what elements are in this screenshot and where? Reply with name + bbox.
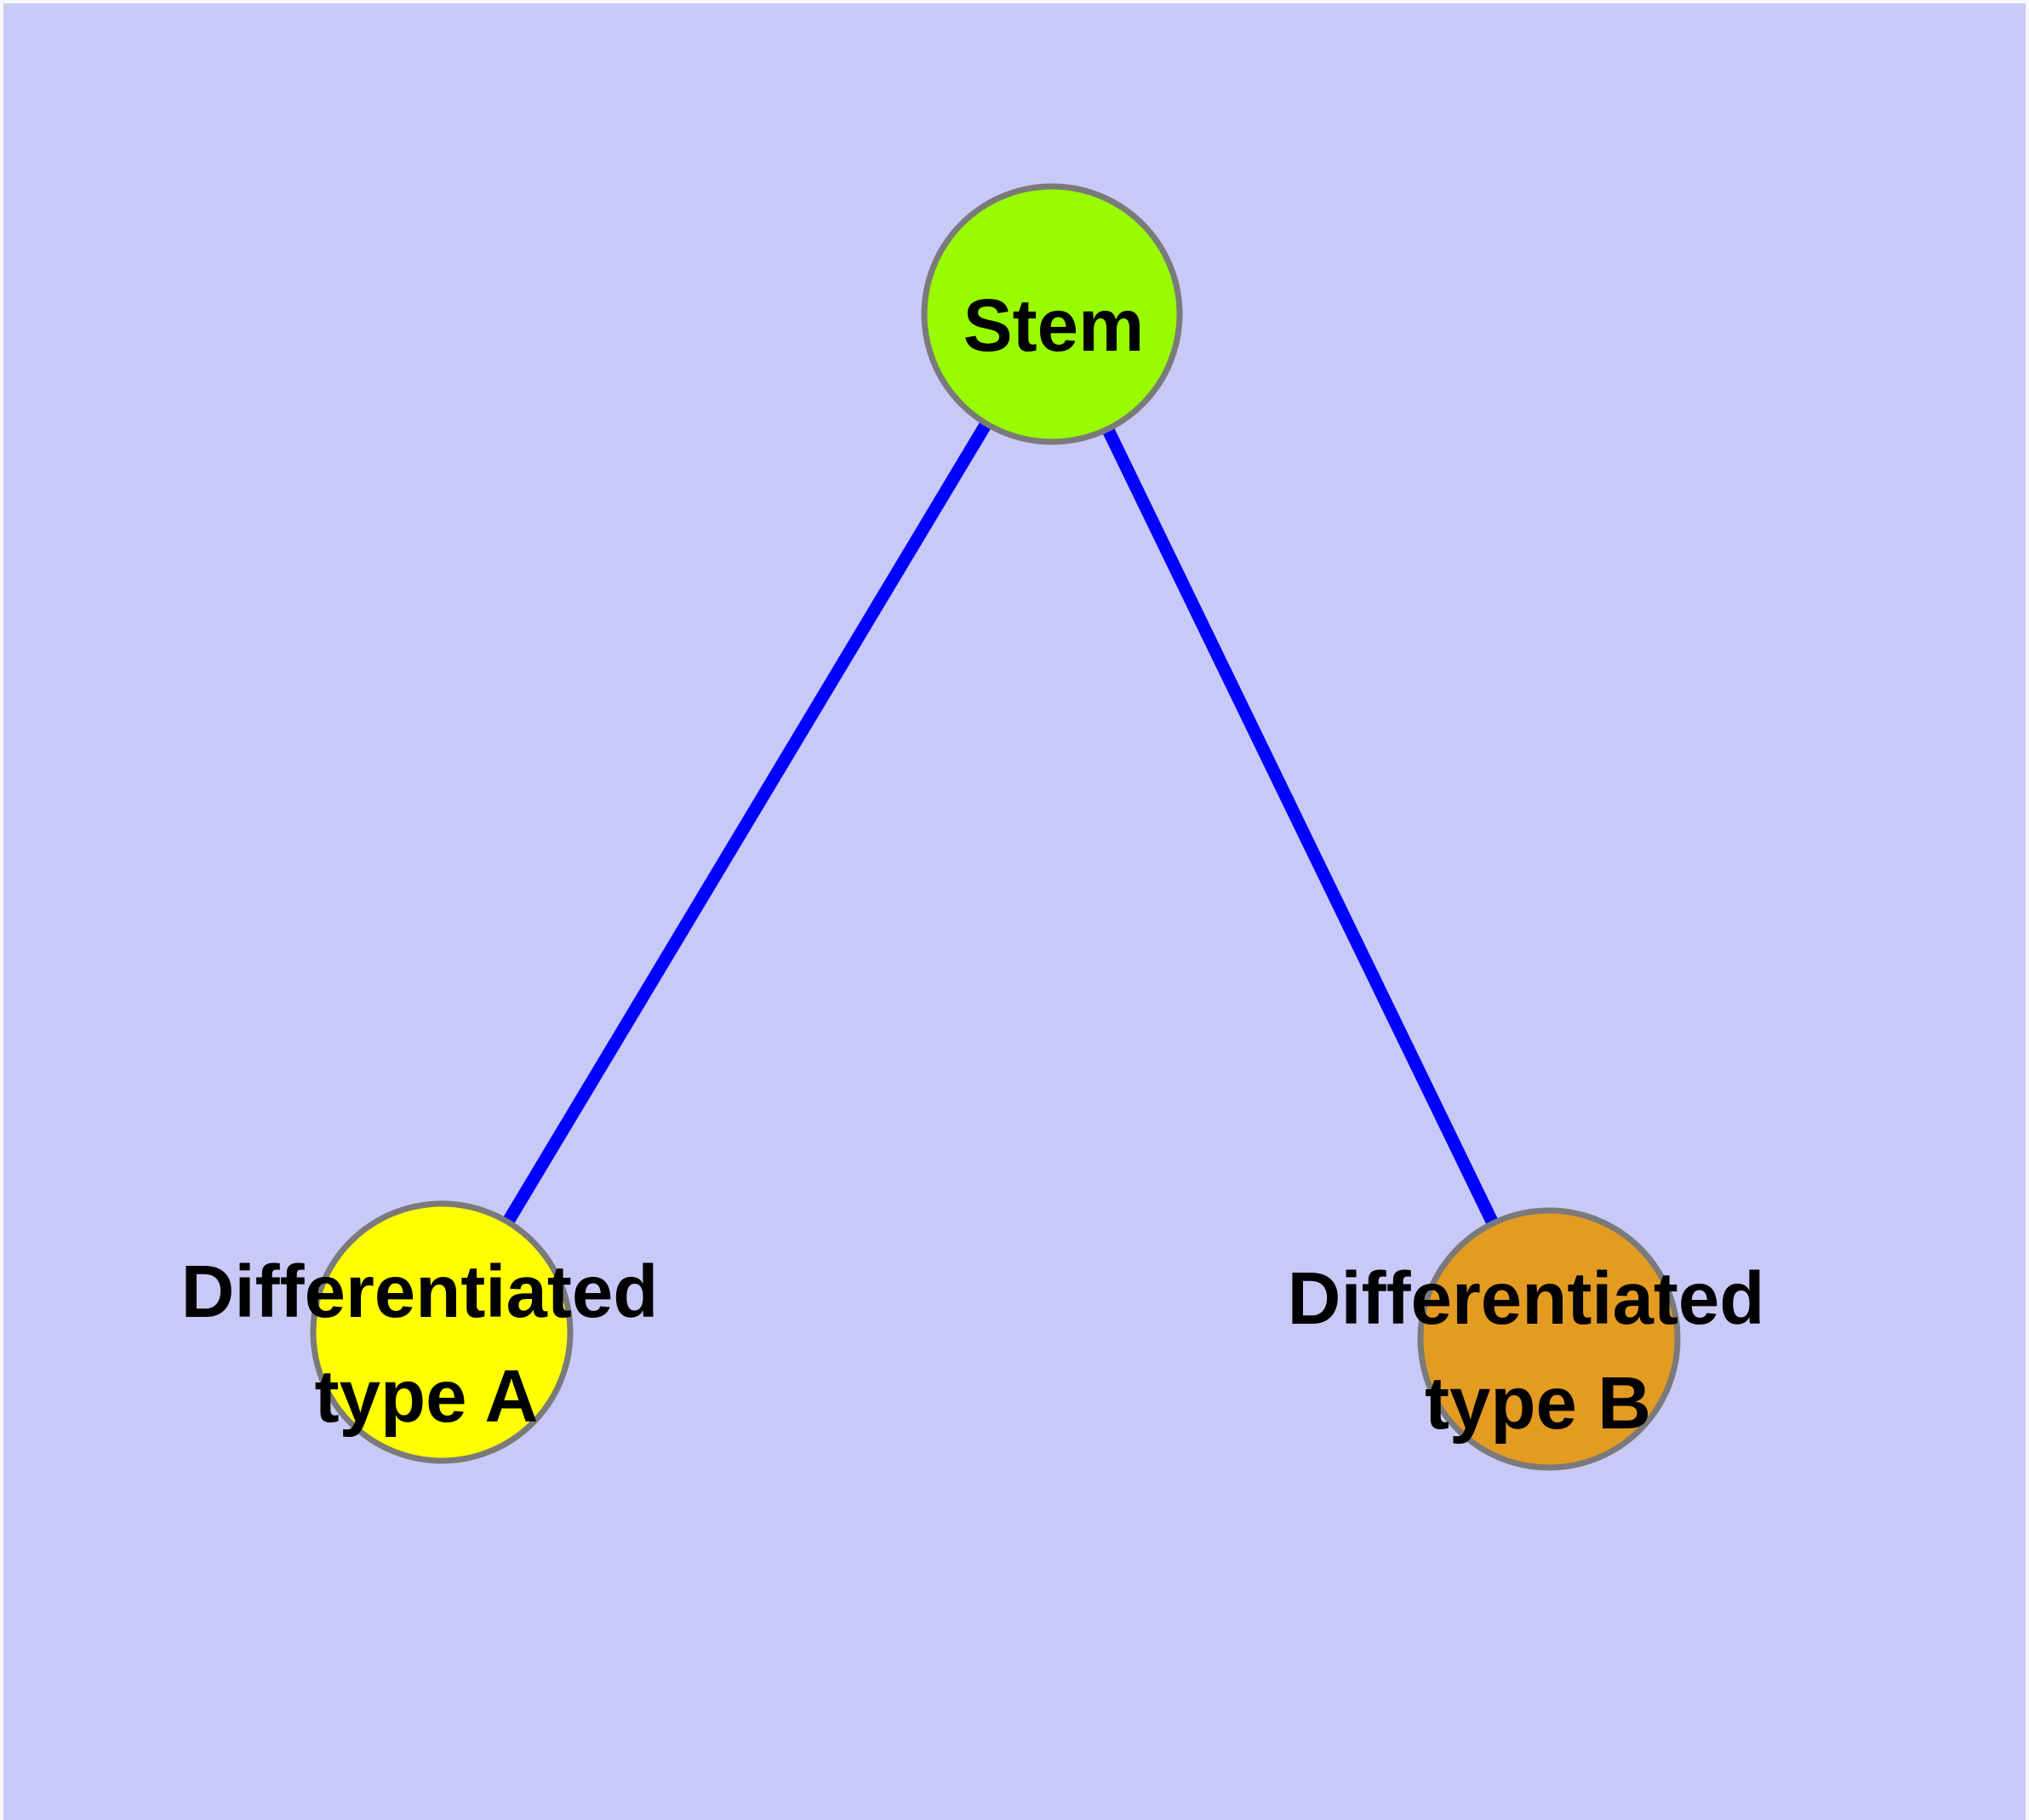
edges xyxy=(436,311,1555,1342)
node-stem-circle xyxy=(921,183,1183,445)
edge-stem-to-type-a xyxy=(436,311,1058,1336)
node-type-a-label-line2: type A xyxy=(315,1355,539,1438)
node-type-b-label-line2: type B xyxy=(1425,1362,1651,1445)
node-stem-label: Stem xyxy=(963,284,1145,367)
node-differentiated-type-a: Differentiated type A xyxy=(181,1200,659,1464)
node-type-b-circle xyxy=(1417,1207,1681,1471)
node-type-a-circle xyxy=(310,1200,574,1464)
edge-stem-to-type-b xyxy=(1046,311,1555,1342)
node-stem: Stem xyxy=(921,183,1183,445)
node-type-b-label-line1: Differentiated xyxy=(1288,1257,1765,1340)
node-type-a-label-line1: Differentiated xyxy=(181,1251,659,1333)
node-differentiated-type-b: Differentiated type B xyxy=(1288,1207,1765,1471)
